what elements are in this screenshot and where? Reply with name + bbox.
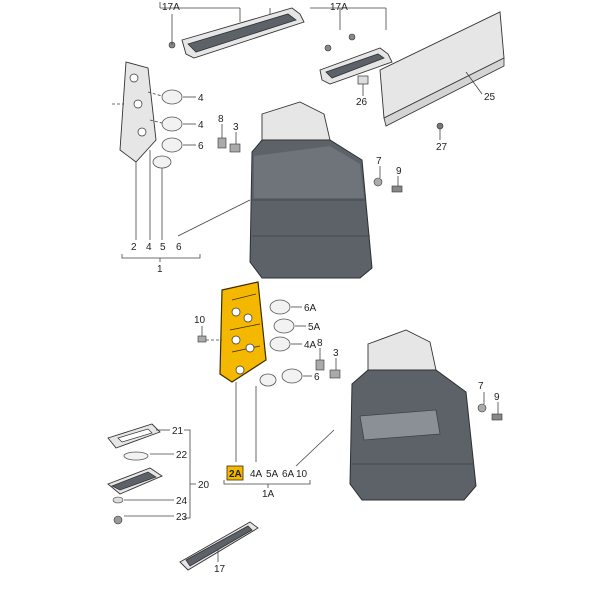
highlight-badge-2A: [226, 465, 244, 481]
licence-lamp-assembly: 21 22 24 23 20: [107, 423, 210, 525]
screw-27: 27: [436, 122, 448, 153]
screws-8-3-top: 8 3: [217, 114, 241, 153]
label-group1-5: 5: [160, 242, 166, 253]
label-23: 23: [176, 512, 188, 523]
label-group1-2: 2: [131, 242, 137, 253]
reflector-strip-17: 17: [179, 521, 259, 575]
tail-light-top: [249, 101, 373, 279]
label-6-bottom: 6: [314, 372, 320, 383]
label-24: 24: [176, 496, 188, 507]
label-group1A-2A: 2A: [229, 469, 242, 480]
label-3-bottom: 3: [333, 348, 339, 359]
bulb-holder-2A-highlighted: [219, 281, 267, 383]
label-17: 17: [214, 564, 226, 575]
group-1A-bracket: 2A 4A 5A 6A 10 1A: [223, 382, 335, 500]
label-21: 21: [172, 426, 184, 437]
bulbs-bottom: 6A 5A 4A 6: [259, 299, 321, 387]
label-group1-4: 4: [146, 242, 152, 253]
label-25: 25: [484, 92, 496, 103]
label-8-top: 8: [218, 114, 224, 125]
fasteners-7-9-bottom: 7 9: [477, 381, 503, 421]
reflector-strip-17A-right: 17A: [310, 2, 393, 85]
fasteners-7-9-top: 7 9: [373, 156, 403, 193]
label-group1-6: 6: [176, 242, 182, 253]
bulbs-top: 4 4 6: [147, 89, 204, 169]
label-4A: 4A: [304, 340, 317, 351]
label-7-top: 7: [376, 156, 382, 167]
clip-26: 26: [356, 75, 369, 108]
label-8-bottom: 8: [317, 338, 323, 349]
bulb-holder-top: [112, 61, 157, 163]
label-6: 6: [198, 141, 204, 152]
label-6A: 6A: [304, 303, 317, 314]
screws-8-3-bottom: 8 3: [315, 338, 341, 379]
label-3-top: 3: [233, 122, 239, 133]
label-26: 26: [356, 97, 368, 108]
label-10: 10: [194, 315, 206, 326]
label-group1-total: 1: [157, 264, 163, 275]
label-5A: 5A: [308, 322, 321, 333]
label-27: 27: [436, 142, 448, 153]
label-group1A-4A: 4A: [250, 469, 263, 480]
label-group1A-5A: 5A: [266, 469, 279, 480]
label-7-bottom: 7: [478, 381, 484, 392]
label-4b: 4: [198, 120, 204, 131]
tail-light-bottom: [349, 329, 477, 501]
label-9-bottom: 9: [494, 392, 500, 403]
label-9-top: 9: [396, 166, 402, 177]
label-group1A-total: 1A: [262, 489, 275, 500]
label-4a: 4: [198, 93, 204, 104]
reflector-strip-17A-left: 17A: [159, 2, 305, 59]
label-group1A-6A: 6A: [282, 469, 295, 480]
label-17A-left: 17A: [162, 2, 180, 13]
group-1-bracket: 2 4 5 6 1: [121, 150, 251, 275]
label-17A-right: 17A: [330, 2, 348, 13]
label-group1A-10: 10: [296, 469, 308, 480]
screw-10: 10: [194, 315, 222, 343]
label-20: 20: [198, 480, 210, 491]
cover-plate-25: 25: [379, 11, 505, 127]
label-22: 22: [176, 450, 188, 461]
